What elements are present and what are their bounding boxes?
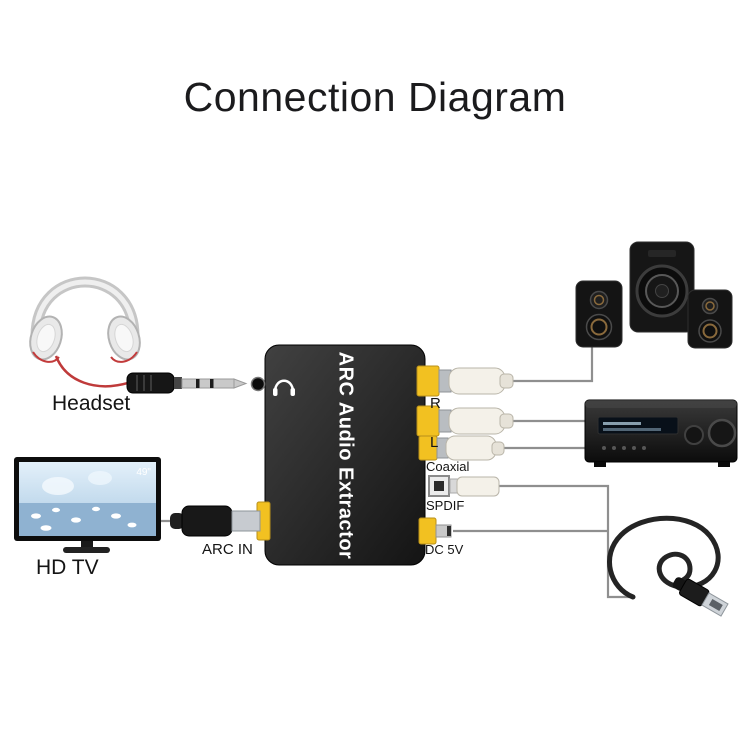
- dc-port: [418, 517, 437, 545]
- ear-cup-left: [29, 315, 63, 361]
- headphones-illustration: [29, 276, 141, 388]
- hdtv-label: HD TV: [36, 556, 99, 579]
- tv-stand-base: [63, 547, 110, 553]
- arc-in-label: ARC IN: [202, 541, 253, 558]
- receiver-illustration: [584, 399, 738, 467]
- ear-cup-right: [107, 315, 141, 361]
- receiver-knob-large: [707, 418, 737, 448]
- rca-port-r: [416, 365, 440, 397]
- dc-plug: [435, 524, 452, 538]
- subwoofer: [629, 241, 695, 333]
- spdif-port: [428, 475, 450, 497]
- receiver-knob-small: [684, 425, 704, 445]
- cable-to-speakers: [512, 347, 594, 383]
- speaker-right: [687, 289, 733, 349]
- speaker-left: [575, 280, 623, 348]
- cable-spdif: [499, 484, 633, 599]
- rca-plug-l: [438, 407, 514, 435]
- tv-screen: 49": [19, 462, 156, 536]
- tv-stand-neck: [81, 541, 93, 547]
- port-label-spdif: SPDIF: [426, 498, 465, 513]
- port-label-r: R: [430, 395, 441, 412]
- speakers-illustration: [575, 241, 733, 349]
- spdif-plug: [449, 476, 500, 497]
- port-label-dc: DC 5V: [425, 542, 464, 557]
- receiver-display: [597, 416, 679, 435]
- usb-cable-coil: [607, 515, 721, 600]
- audio-jack-plug: [126, 372, 248, 394]
- rca-plug-r: [438, 367, 514, 395]
- usb-connector: [672, 577, 729, 617]
- receiver-buttons: [602, 446, 646, 450]
- headphone-icon: [273, 379, 295, 396]
- extractor-box: [264, 344, 426, 566]
- headset-label: Headset: [52, 392, 131, 415]
- headset-cable: [54, 355, 129, 388]
- swans: [31, 506, 137, 531]
- headset-red-trim-right: [110, 351, 138, 363]
- tv-illustration: 49": [14, 457, 161, 553]
- usb-cable-illustration: [607, 515, 729, 617]
- coaxial-plug: [436, 435, 505, 461]
- headphone-jack-port: [250, 376, 266, 392]
- port-label-coaxial: Coaxial: [426, 459, 470, 474]
- hdmi-plug: [170, 505, 261, 537]
- tv-size-label: 49": [136, 467, 151, 478]
- port-label-l: L: [430, 434, 439, 451]
- page-title: Connection Diagram: [183, 74, 567, 120]
